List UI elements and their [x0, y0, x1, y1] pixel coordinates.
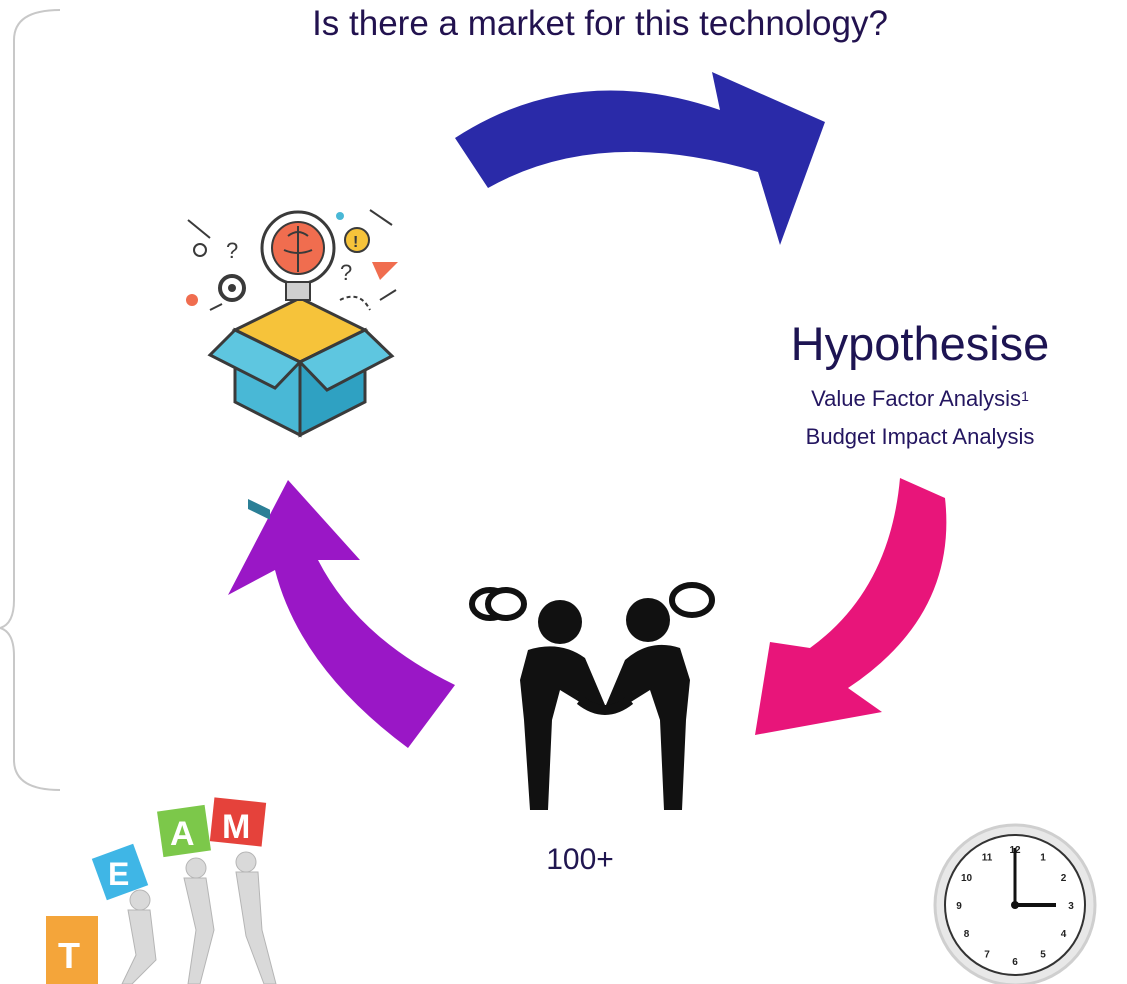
hypothesise-title: Hypothesise	[790, 317, 1050, 370]
footnote-marker: 1	[1021, 388, 1029, 404]
svg-text:!: !	[353, 234, 358, 251]
clock-numeral: 3	[1068, 901, 1074, 912]
team-letter-e: E	[108, 856, 129, 892]
clock-numeral: 11	[982, 853, 993, 864]
question-heading: Is there a market for this technology?	[312, 4, 888, 43]
budget-impact-analysis: Budget Impact Analysis	[805, 424, 1035, 449]
clock-numeral: 9	[956, 901, 962, 912]
team-letter-t: T	[58, 935, 80, 976]
clock-numeral: 10	[961, 873, 973, 884]
arrow-right	[755, 478, 947, 735]
clock-numeral: 7	[984, 950, 990, 961]
clock-numeral: 2	[1061, 873, 1067, 884]
clock-numeral: 4	[1061, 929, 1067, 940]
value-factor-analysis: Value Factor Analysis1	[690, 384, 1127, 414]
clock-numeral: 6	[1012, 957, 1018, 968]
arrow-top	[455, 72, 825, 245]
count-label: 100+	[546, 843, 614, 876]
value-factor-analysis-label: Value Factor Analysis	[811, 386, 1022, 411]
clock-numeral: 1	[1040, 853, 1046, 864]
svg-text:?: ?	[340, 260, 352, 285]
clock-numeral: 5	[1040, 950, 1046, 961]
team-letter-m: M	[222, 808, 250, 846]
arrow-left	[228, 480, 455, 748]
svg-text:?: ?	[226, 238, 238, 263]
clock-numeral: 8	[964, 929, 970, 940]
team-letter-a: A	[170, 815, 195, 853]
